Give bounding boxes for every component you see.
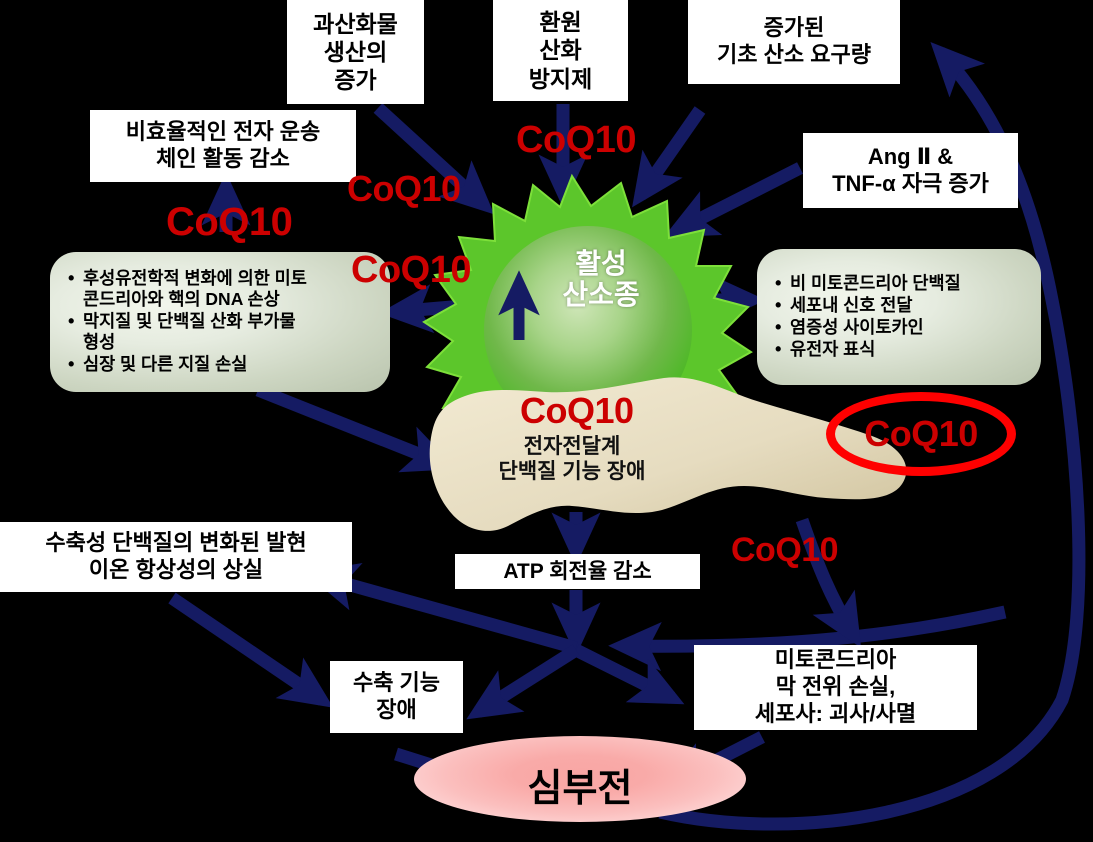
list-item: 세포내 신호 전달	[775, 294, 1027, 316]
coq10-label-circled: CoQ10	[826, 392, 1016, 476]
coq10-circled-text: CoQ10	[864, 413, 978, 454]
box-contractile-dysfunction: 수축 기능 장애	[330, 661, 463, 733]
arrow-ros-to-left-panel	[379, 284, 476, 334]
box-peroxide-production: 과산화물 생산의 증가	[287, 0, 424, 104]
arrow-angtnf-to-ros	[663, 162, 803, 238]
list-item: 막지질 및 단백질 산화 부가물 형성	[68, 310, 376, 353]
coq10-label-below-ros: CoQ10	[520, 390, 634, 431]
box-increased-basal-oxygen-demand: 증가된 기초 산소 요구량	[688, 0, 900, 84]
coq10-label-upper-left: CoQ10	[347, 168, 461, 209]
list-item: 후성유전학적 변화에 의한 미토 콘드리아와 핵의 DNA 손상	[68, 267, 376, 310]
list-item: 비 미토콘드리아 단백질	[775, 272, 1027, 294]
arrow-o2demand-to-ros	[632, 106, 706, 208]
panel-left-list: 후성유전학적 변화에 의한 미토 콘드리아와 핵의 DNA 손상 막지질 및 단…	[68, 267, 376, 376]
box-atp-turnover-decrease: ATP 회전율 감소	[455, 554, 700, 589]
arrow-left-panel-to-blob	[255, 383, 457, 473]
box-inefficient-electron-transport: 비효율적인 전자 운송 체인 활동 감소	[90, 110, 356, 182]
arrow-junction-to-mito-box	[573, 644, 685, 705]
etc-blob-label: 전자전달계 단백질 기능 장애	[498, 435, 646, 484]
list-item: 유전자 표식	[775, 338, 1027, 360]
coq10-label-mid-left: CoQ10	[351, 249, 471, 291]
box-ang-tnf-stimulation: Ang Ⅱ & TNF-α 자극 증가	[803, 133, 1018, 208]
box-redox-antioxidant: 환원 산화 방지제	[493, 0, 628, 101]
coq10-label-lower-right: CoQ10	[731, 531, 839, 569]
list-item: 염증성 사이토카인	[775, 316, 1027, 338]
panel-left-effects: 후성유전학적 변화에 의한 미토 콘드리아와 핵의 DNA 손상 막지질 및 단…	[50, 252, 390, 392]
panel-right-list: 비 미토콘드리아 단백질 세포내 신호 전달 염증성 사이토카인 유전자 표식	[775, 272, 1027, 361]
arrow-right-to-junction	[608, 605, 1007, 672]
box-mitochondrial-membrane-loss: 미토콘드리아 막 전위 손실, 세포사: 괴사/사멸	[694, 645, 977, 730]
coq10-label-top-center: CoQ10	[516, 119, 636, 161]
panel-right-effects: 비 미토콘드리아 단백질 세포내 신호 전달 염증성 사이토카인 유전자 표식	[757, 249, 1041, 385]
heart-failure-label: 심부전	[527, 768, 633, 810]
box-contractile-protein-expression: 수축성 단백질의 변화된 발현 이온 항상성의 상실	[0, 522, 352, 592]
list-item: 심장 및 다른 지질 손실	[68, 353, 376, 375]
arrow-expression-to-dysfunction	[168, 592, 334, 708]
coq10-label-far-left: CoQ10	[166, 200, 293, 244]
arrow-junction-to-contractile-dysfunction	[466, 644, 580, 720]
ros-node-label: 활성 산소종	[562, 248, 640, 311]
